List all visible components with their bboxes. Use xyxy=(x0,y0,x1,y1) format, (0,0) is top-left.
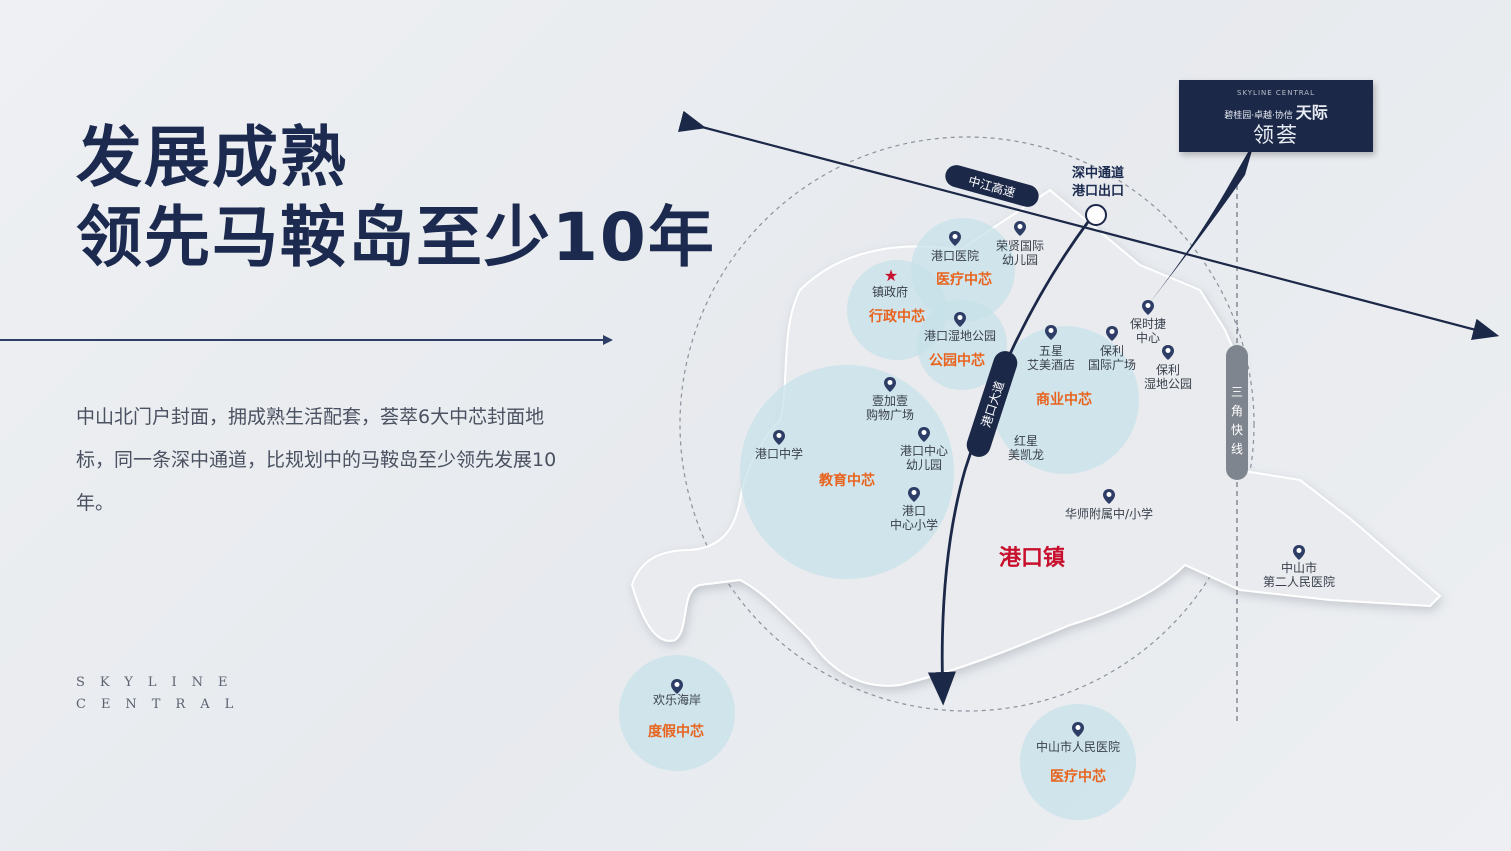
exit-node xyxy=(1085,204,1107,226)
poi-label-2: 第二人民医院 xyxy=(1263,575,1335,589)
exit-label-line-1: 深中通道 xyxy=(1072,165,1124,181)
poi-town-government: 镇政府 xyxy=(872,284,908,299)
town-label: 港口镇 xyxy=(999,546,1065,571)
poi-label-2: 幼儿园 xyxy=(1002,253,1038,267)
expressway-char-2: 角 xyxy=(1231,404,1243,418)
divider-line xyxy=(0,339,605,341)
logo-top-text: SKYLINE CENTRAL xyxy=(1237,89,1315,97)
poi-label: 中山市人民医院 xyxy=(1036,739,1120,754)
zone-label-commerce: 商业中芯 xyxy=(1036,391,1092,408)
exit-label-line-2: 港口出口 xyxy=(1072,183,1124,199)
logo-main-name: 领荟 xyxy=(1253,123,1299,147)
poi-normal-university-school: 华师附属中/小学 xyxy=(1065,489,1153,521)
poi-label-2: 国际广场 xyxy=(1088,358,1136,372)
expressway-char-4: 线 xyxy=(1231,442,1243,456)
title-line-2: 领先马鞍岛至少10年 xyxy=(76,199,716,276)
poi-red-star-macalline: 红星 美凯龙 xyxy=(1008,433,1044,462)
poi-label-2: 美凯龙 xyxy=(1008,448,1044,462)
poi-gangkou-middle-school: 港口中学 xyxy=(755,430,803,461)
poi-label-2: 湿地公园 xyxy=(1144,376,1192,391)
poi-label: 保利 xyxy=(1156,363,1180,377)
poi-happy-coast: 欢乐海岸 xyxy=(653,679,701,707)
highway-line xyxy=(677,110,1500,341)
poi-rongxian-kindergarten: 荣贤国际 幼儿园 xyxy=(996,221,1044,267)
poi-label: 五星 xyxy=(1039,344,1063,358)
poi-label: 保利 xyxy=(1100,344,1124,358)
zone-resort xyxy=(619,655,735,771)
poi-gangkou-kindergarten: 港口中心 幼儿园 xyxy=(900,427,948,472)
expressway-label-pill xyxy=(1226,345,1248,480)
poi-poly-wetland: 保利 湿地公园 xyxy=(1144,345,1192,391)
zone-label-resort: 度假中芯 xyxy=(648,723,704,740)
avenue-line xyxy=(927,221,1090,706)
poi-label: 中山市 xyxy=(1281,560,1317,575)
zone-label-admin: 行政中芯 xyxy=(868,308,925,325)
brand-line-2: CENTRAL xyxy=(76,697,249,712)
poi-le-meridien: 五星 艾美酒店 xyxy=(1027,325,1075,372)
logo-brand-name: 天际 xyxy=(1295,103,1328,122)
zone-label-medical-north: 医疗中芯 xyxy=(936,271,992,288)
poi-label-2: 艾美酒店 xyxy=(1027,358,1075,372)
zone-label-education: 教育中芯 xyxy=(819,472,875,489)
poi-label: 港口中学 xyxy=(755,446,803,461)
expressway-char-1: 三 xyxy=(1231,385,1243,399)
zone-label-park: 公园中芯 xyxy=(929,352,985,369)
poi-porsche-center: 保时捷 中心 xyxy=(1130,300,1166,345)
poi-peoples-hospital: 中山市人民医院 xyxy=(1036,722,1120,754)
logo-sub-text: 碧桂园·卓越·协信 xyxy=(1224,111,1293,121)
expressway-label: 三 角 快 线 xyxy=(1231,385,1243,456)
poi-label-2: 购物广场 xyxy=(866,407,914,422)
zone-medical-south xyxy=(1020,704,1136,820)
poi-label: 红星 xyxy=(1014,433,1038,448)
title-line-1: 发展成熟 xyxy=(76,119,348,196)
poi-label: 港口湿地公园 xyxy=(924,328,996,343)
poi-label: 港口医院 xyxy=(931,249,979,263)
poi-yijiayi-mall: 壹加壹 购物广场 xyxy=(866,377,914,422)
poi-poly-plaza: 保利 国际广场 xyxy=(1088,326,1136,372)
poi-wetland-park: 港口湿地公园 xyxy=(924,312,996,343)
government-star-icon: ★ xyxy=(884,266,898,285)
radius-ring xyxy=(679,136,1255,712)
poi-label: 欢乐海岸 xyxy=(653,692,701,707)
poi-second-peoples-hospital: 中山市 第二人民医院 xyxy=(1263,545,1335,589)
poi-label: 镇政府 xyxy=(872,284,908,299)
description-text: 中山北门户封面，拥成熟生活配套，荟萃6大中芯封面地标，同一条深中通道，比规划中的… xyxy=(76,406,557,514)
zone-commerce xyxy=(991,326,1139,474)
poi-label: 保时捷 xyxy=(1130,317,1166,331)
poi-label: 港口中心 xyxy=(900,443,948,458)
zone-label-medical-south: 医疗中芯 xyxy=(1050,768,1106,785)
zone-education xyxy=(740,365,954,579)
poi-gangkou-primary-school: 港口 中心小学 xyxy=(890,487,938,532)
logo-mid-line: 碧桂园·卓越·协信 天际 xyxy=(1179,99,1373,123)
poi-label-2: 中心小学 xyxy=(890,517,938,532)
poi-label: 港口 xyxy=(902,504,926,518)
project-logo: SKYLINE CENTRAL 碧桂园·卓越·协信 天际 领荟 xyxy=(1179,80,1373,152)
brand-line-1: SKYLINE xyxy=(76,675,243,690)
poi-label-2: 幼儿园 xyxy=(906,458,942,472)
expressway-char-3: 快 xyxy=(1231,423,1243,437)
brand-wordmark: SKYLINE CENTRAL xyxy=(76,672,248,716)
poi-label: 壹加壹 xyxy=(872,394,908,408)
poi-label: 华师附属中/小学 xyxy=(1065,506,1153,521)
poi-label-2: 中心 xyxy=(1136,330,1160,345)
poi-gangkou-hospital: 港口医院 xyxy=(931,231,979,263)
page-title: 发展成熟 领先马鞍岛至少10年 xyxy=(76,118,716,278)
poi-label: 荣贤国际 xyxy=(996,239,1044,253)
divider-arrow-icon xyxy=(603,335,613,345)
